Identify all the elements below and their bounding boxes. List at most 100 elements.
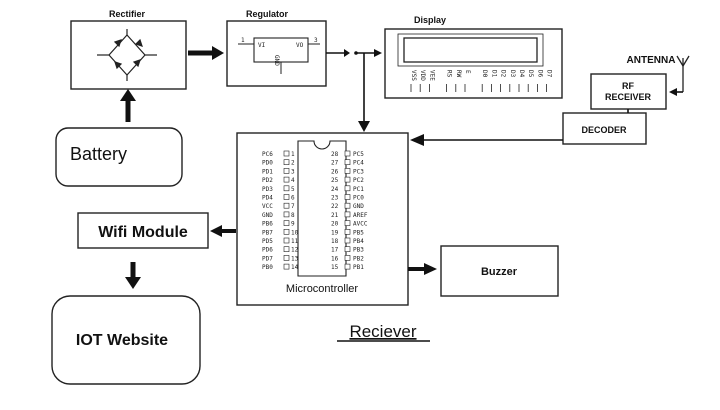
- microcontroller-label: Microcontroller: [286, 283, 358, 295]
- mcu-pin-number: 6: [291, 195, 295, 202]
- mcu-pin-number: 19: [331, 229, 339, 236]
- iot-website-block: IOT Website: [51, 295, 201, 385]
- display-pin-label: D6: [536, 70, 543, 78]
- mcu-pin-pad: [344, 237, 351, 244]
- mcu-pin-pad: [283, 185, 290, 192]
- mcu-pin-pad: [283, 211, 290, 218]
- mcu-pin-number: 1: [291, 151, 295, 158]
- rf-receiver-block: RF RECEIVER: [590, 73, 667, 110]
- mcu-pin-number: 8: [291, 212, 295, 219]
- mcu-pin-number: 27: [331, 160, 339, 167]
- mcu-pin-number: 5: [291, 186, 295, 193]
- mcu-pin-name: PD3: [262, 186, 273, 193]
- mcu-pin-pad: [283, 168, 290, 174]
- mcu-pin-number: 11: [291, 238, 299, 245]
- diagram-caption: Reciever: [349, 322, 416, 341]
- mcu-pin-pad: [344, 263, 351, 270]
- mcu-pin-name: PD7: [262, 255, 273, 262]
- decoder-label: DECODER: [581, 125, 627, 135]
- mcu-pin-number: 2: [291, 160, 295, 167]
- mcu-pin-number: 15: [331, 264, 339, 271]
- mcu-pin-number: 23: [331, 195, 339, 202]
- mcu-pin-number: 25: [331, 177, 339, 184]
- mcu-pin-name: PC4: [353, 160, 364, 167]
- mcu-pin-pad: [344, 159, 351, 165]
- regulator-gnd-label: GND: [273, 55, 280, 66]
- display-pin-label: D1: [490, 70, 497, 78]
- display-pin-label: RW: [455, 70, 462, 78]
- mcu-pin-number: 20: [331, 221, 339, 228]
- wifi-module-label: Wifi Module: [98, 224, 188, 241]
- mcu-pin-name: PC2: [353, 177, 364, 184]
- buzzer-label: Buzzer: [481, 266, 518, 278]
- mcu-pin-number: 9: [291, 221, 295, 228]
- wifi-module-block: Wifi Module: [77, 212, 209, 249]
- rectifier-label: Rectifier: [109, 9, 146, 19]
- mcu-pin-name: PB5: [353, 229, 364, 236]
- display-pin-label: D3: [509, 70, 516, 78]
- mcu-pin-pad: [344, 176, 351, 183]
- mcu-pin-number: 10: [291, 229, 299, 236]
- mcu-pin-name: PD0: [262, 160, 273, 167]
- mcu-pin-pad: [344, 211, 351, 218]
- display-screen: [403, 37, 538, 63]
- mcu-pin-number: 7: [291, 203, 295, 210]
- mcu-pin-pad: [344, 194, 351, 200]
- display-pin-label: E: [464, 70, 471, 74]
- connectors: [120, 46, 683, 289]
- mcu-pin-name: PB7: [262, 229, 273, 236]
- mcu-pin-number: 18: [331, 238, 339, 245]
- mcu-pin-name: PC6: [262, 151, 273, 158]
- mcu-pin-pad: [283, 176, 290, 183]
- mcu-pin-pad: [283, 263, 290, 270]
- display-pin-label: D2: [500, 70, 507, 78]
- mcu-pin-pad: [344, 229, 351, 235]
- mcu-pin-number: 13: [291, 255, 299, 262]
- mcu-pin-pad: [283, 150, 290, 157]
- mcu-pin-name: PB4: [353, 238, 364, 245]
- display-pin-label: RS: [446, 70, 453, 78]
- decoder-block: DECODER: [562, 112, 647, 145]
- mcu-pin-pad: [344, 185, 351, 192]
- display-label: Display: [414, 15, 446, 25]
- display-pin-label: D5: [527, 70, 534, 78]
- regulator-block: Regulator VI VO GND 1 3: [226, 9, 327, 87]
- mcu-pin-name: PD5: [262, 238, 273, 245]
- mcu-chip-outline: [297, 140, 347, 277]
- mcu-pin-name: GND: [353, 203, 364, 210]
- display-pin-label: VDD: [419, 70, 426, 81]
- mcu-pin-name: PB3: [353, 247, 364, 254]
- display-pin-label: VSS: [410, 70, 417, 81]
- mcu-pin-pad: [283, 159, 290, 165]
- mcu-pin-pad: [344, 255, 351, 261]
- mcu-pin-pad: [283, 255, 290, 261]
- mcu-pin-number: 16: [331, 255, 339, 262]
- regulator-label: Regulator: [246, 9, 289, 19]
- mcu-pin-name: VCC: [262, 203, 273, 210]
- display-pin-label: D7: [546, 70, 553, 78]
- mcu-pin-name: PC1: [353, 186, 364, 193]
- mcu-pin-pad: [344, 220, 351, 226]
- mcu-pin-pad: [283, 220, 290, 226]
- mcu-pin-number: 21: [331, 212, 339, 219]
- battery-block: Battery: [55, 127, 183, 187]
- mcu-pin-name: GND: [262, 212, 273, 219]
- mcu-pin-number: 3: [291, 168, 295, 175]
- mcu-pin-name: AREF: [353, 212, 368, 219]
- buzzer-block: Buzzer: [440, 245, 559, 297]
- bridge-rectifier-icon: [97, 29, 157, 81]
- antenna-block: ANTENNA: [627, 55, 690, 92]
- mcu-pin-pad: [283, 237, 290, 244]
- regulator-vi-label: VI: [258, 42, 266, 49]
- mcu-pin-pad: [344, 246, 351, 252]
- mcu-pin-pad: [283, 194, 290, 200]
- mcu-pin-name: PD1: [262, 168, 273, 175]
- mcu-pin-pad: [283, 202, 290, 209]
- antenna-label: ANTENNA: [627, 55, 676, 66]
